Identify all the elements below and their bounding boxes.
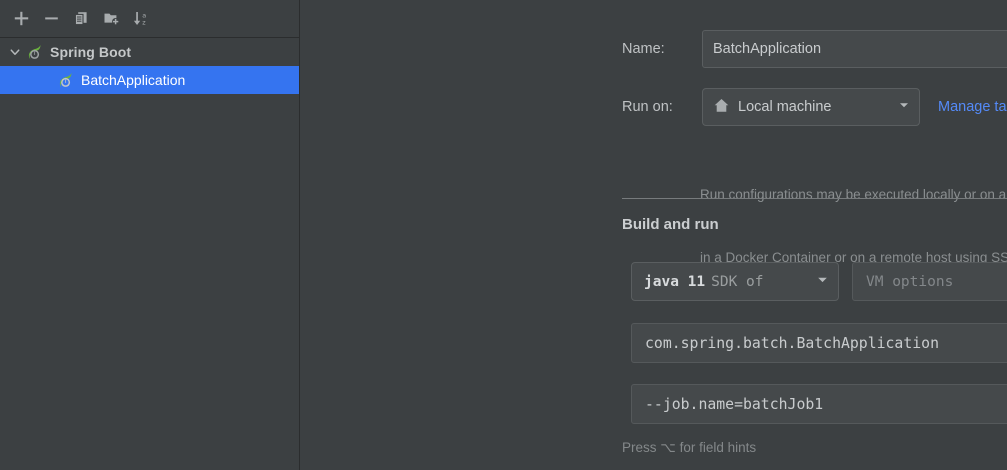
field-hints-text: Press ⌥ for field hints <box>622 440 757 455</box>
configurations-toolbar: a z <box>0 0 299 38</box>
help-text-line-2: in a Docker Container or on a remote hos… <box>700 250 1007 265</box>
tree-group-spring-boot[interactable]: Spring Boot <box>0 38 299 66</box>
sdk-description: SDK of <box>711 273 764 290</box>
manage-targets-link[interactable]: Manage targets... <box>938 99 1007 115</box>
main-class-field[interactable]: com.spring.batch.BatchApplication <box>631 323 1007 363</box>
name-row: Name: <box>622 30 1007 68</box>
tree-group-label: Spring Boot <box>50 44 132 60</box>
name-label: Name: <box>622 41 665 57</box>
add-button[interactable] <box>6 5 36 33</box>
new-folder-button[interactable] <box>96 5 126 33</box>
sdk-dropdown[interactable]: java 11 SDK of <box>631 262 839 301</box>
copy-icon <box>73 10 90 27</box>
program-arguments-value: --job.name=batchJob1 <box>645 395 824 413</box>
configurations-tree: Spring Boot BatchApplication <box>0 38 299 94</box>
svg-text:z: z <box>142 19 146 27</box>
remove-button[interactable] <box>36 5 66 33</box>
run-on-row: Run on: Local machine Manage targets... <box>622 88 1007 126</box>
run-on-dropdown[interactable]: Local machine <box>702 88 920 126</box>
vm-options-placeholder: VM options <box>866 273 954 290</box>
section-divider <box>622 198 1007 199</box>
sdk-name: java 11 <box>644 273 706 290</box>
run-on-label: Run on: <box>622 99 673 115</box>
chevron-down-icon[interactable] <box>815 272 830 292</box>
minus-icon <box>43 10 60 27</box>
help-text-line-1: Run configurations may be executed local… <box>700 187 1007 202</box>
tree-item-batchapplication[interactable]: BatchApplication <box>0 66 299 94</box>
plus-icon <box>13 10 30 27</box>
svg-text:a: a <box>142 11 146 19</box>
copy-button[interactable] <box>66 5 96 33</box>
program-arguments-field[interactable]: --job.name=batchJob1 <box>631 384 1007 424</box>
spring-boot-icon <box>26 43 44 61</box>
home-icon <box>713 97 730 118</box>
vm-options-field[interactable]: VM options <box>852 262 1007 301</box>
sort-button[interactable]: a z <box>126 5 156 33</box>
chevron-down-icon[interactable] <box>897 98 911 116</box>
sort-alphabetical-icon: a z <box>132 10 150 27</box>
tree-item-label: BatchApplication <box>81 72 186 88</box>
main-class-value: com.spring.batch.BatchApplication <box>645 334 939 352</box>
new-folder-icon <box>103 10 120 27</box>
configuration-editor-panel: Name: Store as project file Run on: <box>300 0 1007 470</box>
run-on-value: Local machine <box>738 99 832 115</box>
chevron-down-icon[interactable] <box>4 46 26 58</box>
configurations-sidebar: a z <box>0 0 300 470</box>
spring-boot-icon <box>57 71 75 89</box>
build-and-run-title: Build and run <box>622 216 719 233</box>
name-input[interactable] <box>702 30 1007 68</box>
